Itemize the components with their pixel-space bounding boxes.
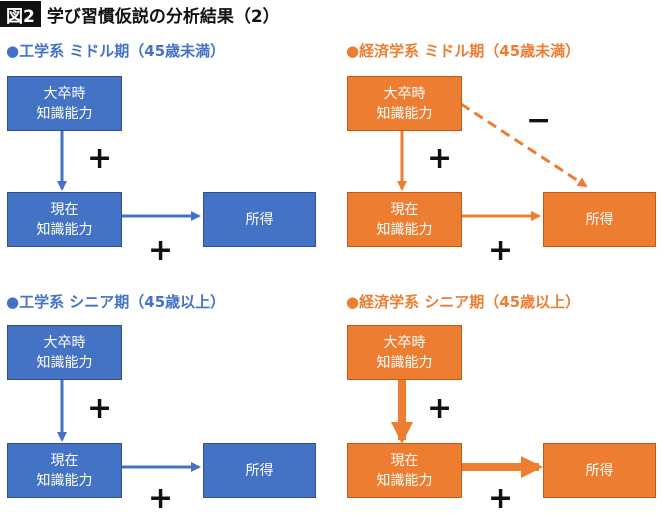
panel-3-sign-horizontal: +	[148, 481, 174, 516]
panel-3-title: ●工学系 シニア期（45歳以上）	[6, 293, 226, 311]
panel-2-sign-horizontal: +	[488, 233, 514, 268]
panel-3-sign-vertical: +	[87, 391, 113, 426]
panel-1-box-income: 所得	[203, 192, 316, 247]
panel-2-box-current-knowledge: 現在知識能力	[347, 192, 462, 247]
panel-3-box-graduation-knowledge: 大卒時知識能力	[7, 325, 122, 380]
panel-4-sign-horizontal: +	[488, 481, 514, 516]
panel-1-box-graduation-knowledge: 大卒時知識能力	[7, 76, 122, 131]
panel-1-sign-horizontal: +	[148, 233, 174, 268]
panel-1-sign-vertical: +	[87, 141, 113, 176]
panel-3-box-income: 所得	[203, 443, 316, 498]
panel-3-box-current-knowledge: 現在知識能力	[7, 443, 122, 498]
panel-4-box-current-knowledge: 現在知識能力	[347, 443, 462, 498]
panel-1-title: ●工学系 ミドル期（45歳未満）	[6, 42, 226, 60]
panel-4-box-income: 所得	[543, 443, 656, 498]
panel-4-box-graduation-knowledge: 大卒時知識能力	[347, 325, 462, 380]
panel-1-box-current-knowledge: 現在知識能力	[7, 192, 122, 247]
figure-label: 図2	[0, 1, 41, 27]
panel-4-sign-vertical: +	[427, 391, 453, 426]
panel-2-box-income: 所得	[543, 192, 656, 247]
panel-2-title: ●経済学系 ミドル期（45歳未満）	[346, 42, 581, 60]
arrow-p2-diagonal	[460, 102, 588, 188]
figure-title: 学び習慣仮説の分析結果（2）	[46, 6, 280, 27]
panel-2-sign-diagonal: −	[526, 103, 552, 138]
figure-header: 図2 学び習慣仮説の分析結果（2）	[0, 0, 280, 28]
panel-2-box-graduation-knowledge: 大卒時知識能力	[347, 76, 462, 131]
panel-4-title: ●経済学系 シニア期（45歳以上）	[346, 293, 581, 311]
panel-2-sign-vertical: +	[427, 141, 453, 176]
